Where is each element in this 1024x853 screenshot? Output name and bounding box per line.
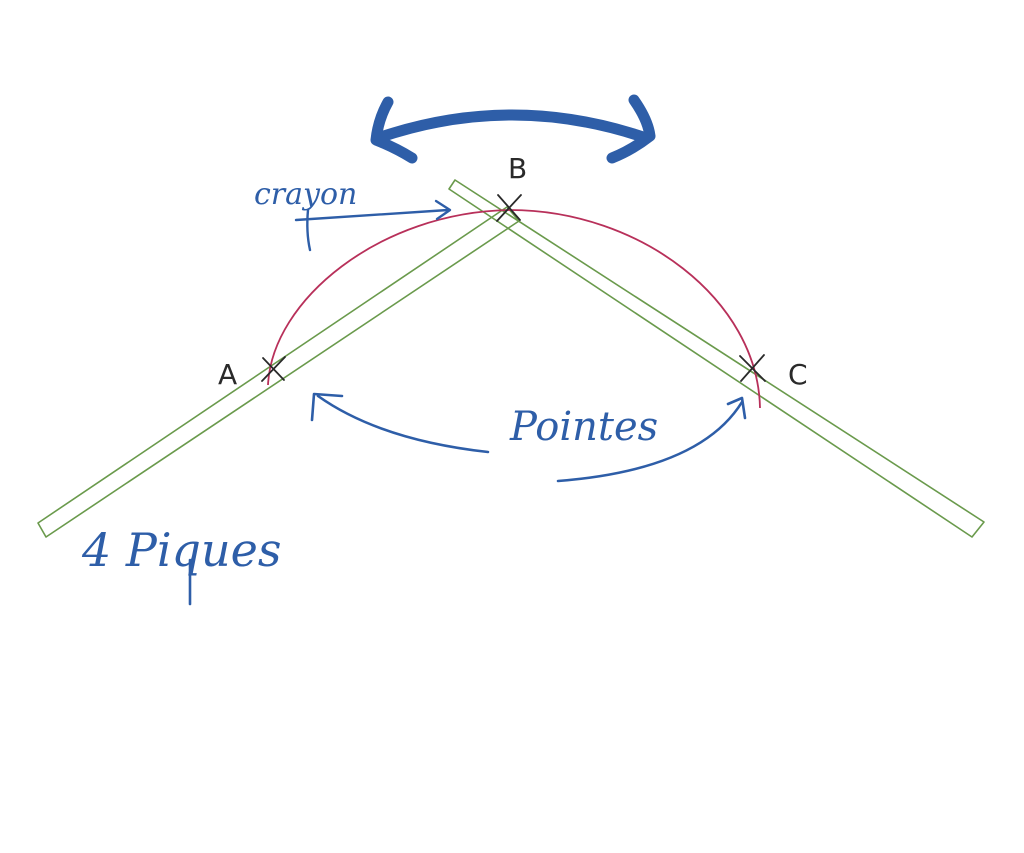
red-arc	[267, 209, 761, 409]
pointes-label: Pointes	[509, 404, 658, 450]
pointes-arrows	[310, 392, 747, 483]
cross-b	[496, 194, 522, 222]
pointes-arrow-left-head	[310, 392, 344, 422]
cross-marks	[261, 194, 766, 382]
stakes	[37, 179, 985, 538]
point-label-b: B	[508, 152, 527, 185]
rotation-arrowhead-right	[606, 94, 656, 164]
point-label-a: A	[218, 358, 237, 391]
rotation-double-arrow	[370, 94, 656, 164]
pointes-arrow-right	[556, 400, 744, 483]
cross-a	[261, 356, 286, 382]
crayon-arrow	[294, 199, 452, 252]
cross-c	[739, 354, 766, 382]
left-stake	[37, 206, 520, 538]
point-label-c: C	[788, 358, 808, 391]
crayon-label: crayon	[254, 177, 357, 212]
pointes-arrow-left	[316, 394, 490, 454]
rotation-arrowhead-left	[370, 96, 418, 164]
pointes-arrow-right-head	[726, 396, 747, 420]
piques-label: 4 Piques	[81, 523, 281, 577]
rotation-arc	[372, 109, 652, 144]
right-stake	[448, 179, 985, 538]
